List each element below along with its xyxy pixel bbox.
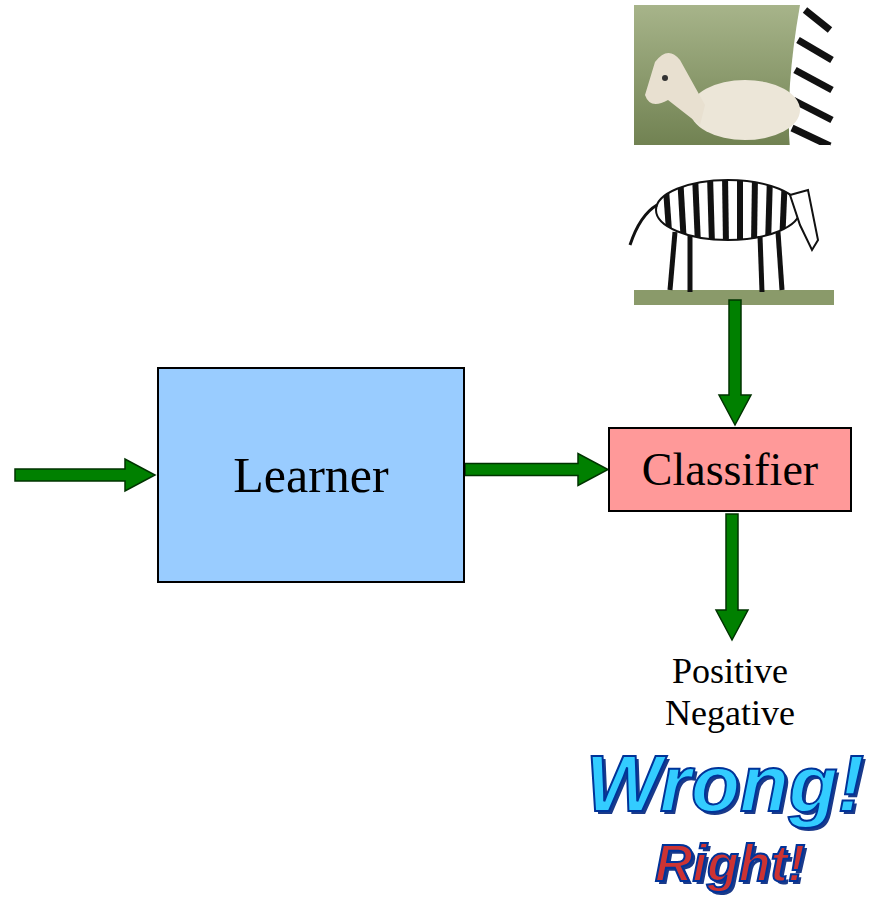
learner-box: Learner [157, 367, 465, 583]
output-label: Positive [590, 652, 870, 692]
zebra-eye [662, 75, 668, 81]
zebra-stripes [792, 10, 832, 146]
zebra-photo [634, 5, 834, 150]
albino-zebra-head [645, 53, 705, 125]
output-arrow [716, 514, 748, 640]
zebra-partial [789, 5, 834, 150]
albino-zebra-body [690, 80, 800, 140]
wordart-wrong: Wrong! [580, 740, 870, 828]
zebra-neck [790, 190, 818, 250]
image-arrow [719, 300, 751, 425]
zebra-legs [670, 232, 782, 292]
zebra-stripes [665, 175, 785, 245]
flow-arrow [465, 454, 608, 486]
node-label: Learner [233, 446, 388, 504]
wordart-right: Right! [590, 835, 870, 892]
output-label: Negative [590, 694, 870, 734]
classifier-box: Classifier [608, 427, 852, 512]
zebra-photo [620, 145, 830, 305]
zebra-tail [630, 205, 657, 245]
input-arrow [15, 459, 155, 491]
node-label: Classifier [642, 443, 818, 496]
